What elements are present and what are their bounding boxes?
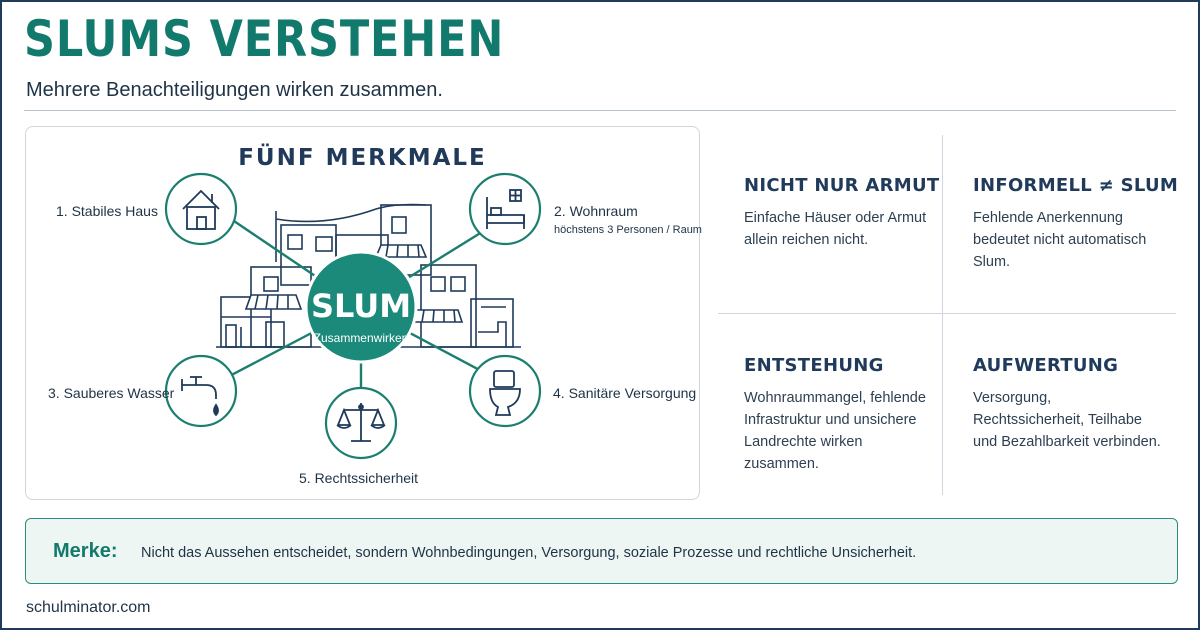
card-text: Fehlende Anerkennung bedeutet nicht auto… xyxy=(973,210,1147,270)
house-icon xyxy=(182,189,220,230)
card-aufwertung: AUFWERTUNG Versorgung, Rechtssicherheit,… xyxy=(973,355,1163,453)
slum-diagram: SLUM Zusammenwirken xyxy=(164,172,542,460)
footer-site: schulminator.com xyxy=(26,599,151,616)
card-text: Wohnraummangel, fehlende Infrastruktur u… xyxy=(744,390,926,472)
feature-label-5: 5. Rechtssicherheit xyxy=(299,470,419,486)
header-divider xyxy=(24,110,1176,111)
feature-circle-toilet xyxy=(468,354,542,428)
cards-vertical-divider xyxy=(942,135,943,495)
feature-circle-water xyxy=(164,354,238,428)
scales-icon xyxy=(336,403,386,442)
feature-label-2: 2. Wohnraum xyxy=(554,203,638,219)
card-text: Einfache Häuser oder Armut allein reiche… xyxy=(744,210,927,248)
center-title: SLUM xyxy=(311,287,411,325)
card-title: NICHT NUR ARMUT xyxy=(744,175,940,196)
card-nicht-nur-armut: NICHT NUR ARMUT Einfache Häuser oder Arm… xyxy=(744,175,944,251)
page-title: SLUMS VERSTEHEN xyxy=(24,10,505,68)
merke-label: Merke: xyxy=(53,540,118,562)
feature-label-3: 3. Sauberes Wasser xyxy=(48,385,175,401)
faucet-icon xyxy=(181,376,219,417)
feature-circle-house xyxy=(164,172,238,246)
diagram-panel: SLUM Zusammenwirken xyxy=(25,126,702,500)
card-text: Versorgung, Rechtssicherheit, Teilhabe u… xyxy=(973,390,1161,450)
feature-circle-bed xyxy=(468,172,542,246)
card-title: AUFWERTUNG xyxy=(973,355,1119,376)
feature-label-4: 4. Sanitäre Versorgung xyxy=(553,385,697,401)
feature-label-1: 1. Stabiles Haus xyxy=(56,203,158,219)
bed-icon xyxy=(486,189,525,229)
feature-sublabel-2: höchstens 3 Personen / Raum xyxy=(554,224,702,236)
merke-text: Nicht das Aussehen entscheidet, sondern … xyxy=(141,545,917,561)
card-title: INFORMELL ≠ SLUM xyxy=(973,175,1179,196)
merke-box: Merke: Nicht das Aussehen entscheidet, s… xyxy=(25,518,1178,584)
cards-horizontal-divider xyxy=(718,313,1176,314)
diagram-title: FÜNF MERKMALE xyxy=(238,145,487,171)
page-subtitle: Mehrere Benachteiligungen wirken zusamme… xyxy=(26,79,443,101)
card-title: ENTSTEHUNG xyxy=(744,355,884,376)
card-entstehung: ENTSTEHUNG Wohnraummangel, fehlende Infr… xyxy=(744,355,936,475)
card-informell: INFORMELL ≠ SLUM Fehlende Anerkennung be… xyxy=(973,175,1179,273)
slum-center-circle xyxy=(304,250,418,364)
center-subtitle: Zusammenwirken xyxy=(314,331,409,345)
toilet-icon xyxy=(489,370,521,416)
